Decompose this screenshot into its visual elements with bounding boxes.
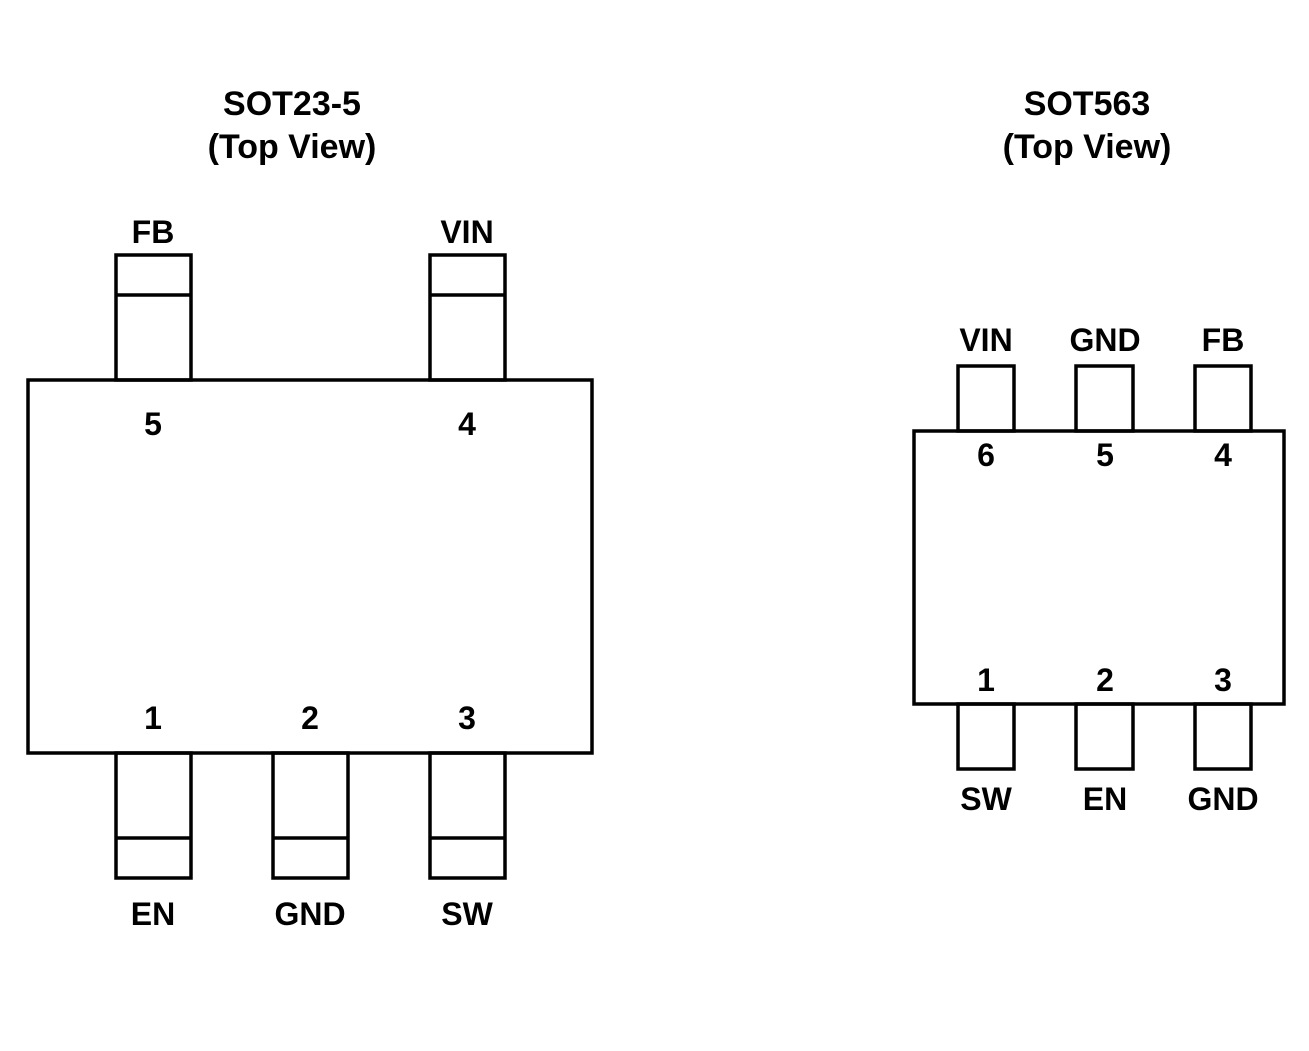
sot563-pin4-number: 4	[1214, 437, 1232, 473]
sot563-lead-6	[956, 364, 1016, 433]
sot23-pin3-name: SW	[441, 896, 493, 932]
sot563-pin3-number: 3	[1214, 662, 1232, 698]
sot563-lead-3	[1193, 702, 1253, 771]
sot563-package: SOT563 (Top View) VIN GND FB SW EN GND 6…	[912, 85, 1286, 817]
sot563-lead-1	[956, 702, 1016, 771]
sot23-lead-5	[114, 253, 193, 382]
sot563-pin6-number: 6	[977, 437, 995, 473]
sot563-pin1-number: 1	[977, 662, 995, 698]
sot23-lead-3	[428, 751, 507, 880]
sot563-pin4-name: FB	[1202, 322, 1245, 358]
sot563-pin5-number: 5	[1096, 437, 1114, 473]
sot23-pin1-number: 1	[144, 700, 162, 736]
sot563-pin1-name: SW	[960, 781, 1012, 817]
sot23-pin3-number: 3	[458, 700, 476, 736]
sot23-lead-4	[428, 253, 507, 382]
sot563-lead-4	[1193, 364, 1253, 433]
sot23-pin4-name: VIN	[440, 214, 493, 250]
sot23-body	[26, 378, 594, 755]
sot23-title: SOT23-5	[223, 85, 361, 123]
sot563-lead-5	[1074, 364, 1135, 433]
sot23-package: SOT23-5 (Top View) FB VIN EN GND	[26, 85, 594, 932]
sot23-subtitle: (Top View)	[208, 128, 377, 166]
sot563-lead-2	[1074, 702, 1135, 771]
sot23-lead-1	[114, 751, 193, 880]
sot23-pin4-number: 4	[458, 406, 476, 442]
sot23-pin2-number: 2	[301, 700, 319, 736]
sot23-pin5-name: FB	[132, 214, 175, 250]
sot563-pin6-name: VIN	[959, 322, 1012, 358]
sot563-pin2-number: 2	[1096, 662, 1114, 698]
sot563-title: SOT563	[1024, 85, 1151, 123]
sot563-pin3-name: GND	[1187, 781, 1258, 817]
sot23-pin2-name: GND	[274, 896, 345, 932]
sot563-pin5-name: GND	[1069, 322, 1140, 358]
sot23-lead-2	[271, 751, 350, 880]
sot563-subtitle: (Top View)	[1003, 128, 1172, 166]
sot23-pin5-number: 5	[144, 406, 162, 442]
sot563-pin2-name: EN	[1083, 781, 1127, 817]
sot23-pin1-name: EN	[131, 896, 175, 932]
